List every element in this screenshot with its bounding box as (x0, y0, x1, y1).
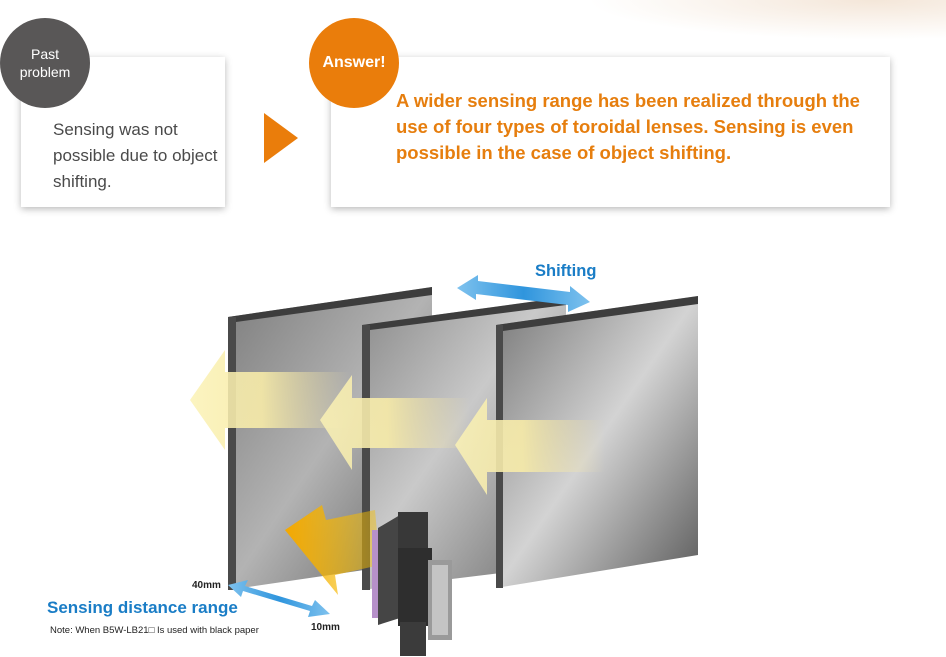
past-problem-badge-label: Past problem (19, 46, 71, 80)
sensing-range-note: Note: When B5W-LB21□ Is used with black … (50, 625, 259, 636)
distance-far-label: 40mm (192, 580, 221, 591)
left-arrow-icon (455, 398, 605, 495)
double-headed-arrow-icon (228, 580, 330, 617)
distance-near-label: 10mm (311, 622, 340, 633)
past-problem-text: Sensing was not possible due to object s… (53, 120, 218, 191)
sensor-device (372, 512, 452, 656)
right-triangle-icon (264, 113, 298, 163)
sensing-range-title: Sensing distance range (47, 598, 238, 617)
answer-badge-label: Answer! (322, 54, 386, 71)
double-headed-arrow-icon (457, 275, 590, 312)
left-arrow-icon (190, 350, 350, 450)
left-arrow-icon (320, 375, 470, 470)
answer-card: A wider sensing range has been realized … (331, 57, 890, 207)
left-arrow-icon (285, 505, 380, 595)
answer-text: A wider sensing range has been realized … (396, 90, 860, 163)
corner-decoration (586, 0, 946, 40)
shifting-label: Shifting (535, 262, 597, 280)
past-problem-badge: Past problem (0, 18, 90, 108)
answer-badge: Answer! (309, 18, 399, 108)
